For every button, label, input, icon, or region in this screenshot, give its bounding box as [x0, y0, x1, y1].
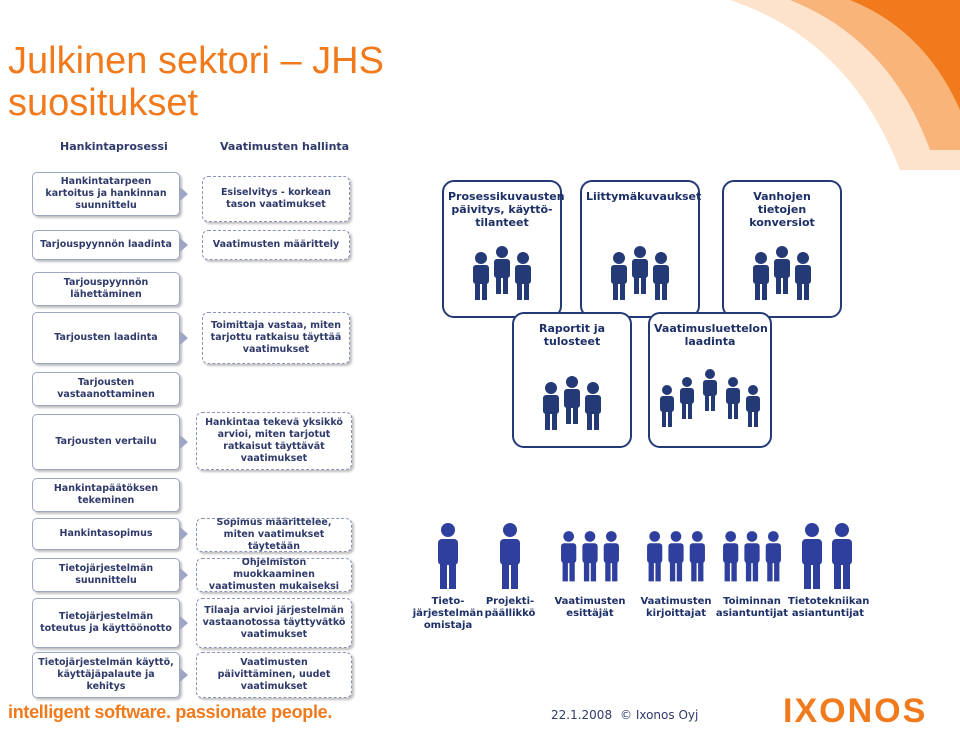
role-item: Projekti-päällikkö: [478, 510, 542, 640]
person-icon: [416, 522, 480, 592]
requirement-step: Hankintaa tekevä yksikkö arvioi, miten t…: [196, 412, 352, 470]
decorative-orange-arcs: [730, 0, 960, 170]
requirement-step: Tilaaja arvioi järjestelmän vastaanotoss…: [196, 598, 352, 648]
process-step: Tarjousten laadinta: [32, 312, 180, 364]
role-item: Toiminnan asiantuntijat: [716, 510, 788, 640]
role-label: Tieto-järjestelmän omistaja: [412, 596, 484, 631]
requirement-categories: Prosessikuvausten päivitys, käyttö-tilan…: [438, 172, 848, 452]
category-box: Vaatimusluettelon laadinta: [648, 312, 772, 448]
title-line-1: Julkinen sektori – JHS: [8, 40, 384, 82]
role-label: Projekti-päällikkö: [484, 596, 536, 619]
slide-date: 22.1.2008: [551, 708, 613, 722]
category-box: Vanhojen tietojen konversiot: [722, 180, 842, 318]
role-label: Toiminnan asiantuntijat: [715, 596, 789, 619]
roles-row: Tieto-järjestelmän omistaja Projekti-pää…: [412, 510, 872, 640]
role-label: Tietotekniikan asiantuntijat: [788, 596, 870, 619]
role-label: Vaatimusten kirjoittajat: [640, 596, 712, 619]
requirement-step: Esiselvitys - korkean tason vaatimukset: [202, 176, 350, 222]
people-group-icon: [720, 522, 784, 592]
category-box: Liittymäkuvaukset: [580, 180, 702, 318]
people-group-icon: [796, 522, 860, 592]
people-group-icon: [644, 522, 708, 592]
category-label: Prosessikuvausten päivitys, käyttö-tilan…: [448, 190, 565, 229]
process-step: Tietojärjestelmän suunnittelu: [32, 558, 180, 592]
person-icon: [478, 522, 542, 592]
process-step: Tarjousten vertailu: [32, 414, 180, 470]
process-step: Hankintasopimus: [32, 518, 180, 550]
process-step: Tietojärjestelmän toteutus ja käyttöönot…: [32, 598, 180, 648]
process-step: Tarjousten vastaanottaminen: [32, 372, 180, 406]
category-box: Prosessikuvausten päivitys, käyttö-tilan…: [442, 180, 565, 318]
category-label: Vanhojen tietojen konversiot: [749, 190, 815, 229]
slide-title: Julkinen sektori – JHS suositukset: [8, 40, 384, 124]
process-step: Hankintatarpeen kartoitus ja hankinnan s…: [32, 172, 180, 216]
header-hankintaprosessi: Hankintaprosessi: [60, 140, 168, 153]
requirement-step: Ohjelmiston muokkaaminen vaatimusten muk…: [196, 557, 352, 592]
requirement-step: Vaatimusten päivittäminen, uudet vaatimu…: [196, 652, 352, 698]
process-step: Hankintapäätöksen tekeminen: [32, 478, 180, 512]
category-box: Raportit ja tulosteet: [512, 312, 632, 448]
role-item: Tietotekniikan asiantuntijat: [788, 510, 869, 640]
role-label: Vaatimusten esittäjät: [554, 596, 626, 619]
requirement-step: Vaatimusten määrittely: [202, 230, 350, 260]
process-step: Tietojärjestelmän käyttö, käyttäjäpalaut…: [32, 652, 180, 698]
people-group-icon: [444, 246, 560, 302]
process-step: Tarjouspyynnön laadinta: [32, 230, 180, 260]
tagline: intelligent software. passionate people.: [8, 702, 333, 722]
people-group-icon: [558, 522, 622, 592]
people-group-icon: [582, 246, 698, 302]
role-item: Tieto-järjestelmän omistaja: [413, 510, 483, 640]
copyright: © Ixonos Oyj: [620, 708, 699, 722]
requirement-step: Toimittaja vastaa, miten tarjottu ratkai…: [202, 312, 350, 364]
category-label: Liittymäkuvaukset: [586, 190, 702, 203]
ixonos-logo: IXONOS: [783, 692, 928, 730]
people-group-icon: [650, 368, 770, 432]
header-vaatimusten-hallinta: Vaatimusten hallinta: [220, 140, 350, 153]
title-line-2: suositukset: [8, 82, 199, 124]
people-group-icon: [724, 246, 840, 302]
category-label: Vaatimusluettelon laadinta: [654, 322, 768, 348]
role-item: Vaatimusten esittäjät: [554, 510, 626, 640]
process-step: Tarjouspyynnön lähettäminen: [32, 272, 180, 306]
process-diagram: Hankintaprosessi Vaatimusten hallinta Ha…: [28, 140, 358, 700]
people-group-icon: [514, 376, 630, 432]
requirement-step: Sopimus määrittelee, miten vaatimukset t…: [196, 517, 352, 552]
category-label: Raportit ja tulosteet: [538, 322, 606, 348]
role-item: Vaatimusten kirjoittajat: [640, 510, 712, 640]
